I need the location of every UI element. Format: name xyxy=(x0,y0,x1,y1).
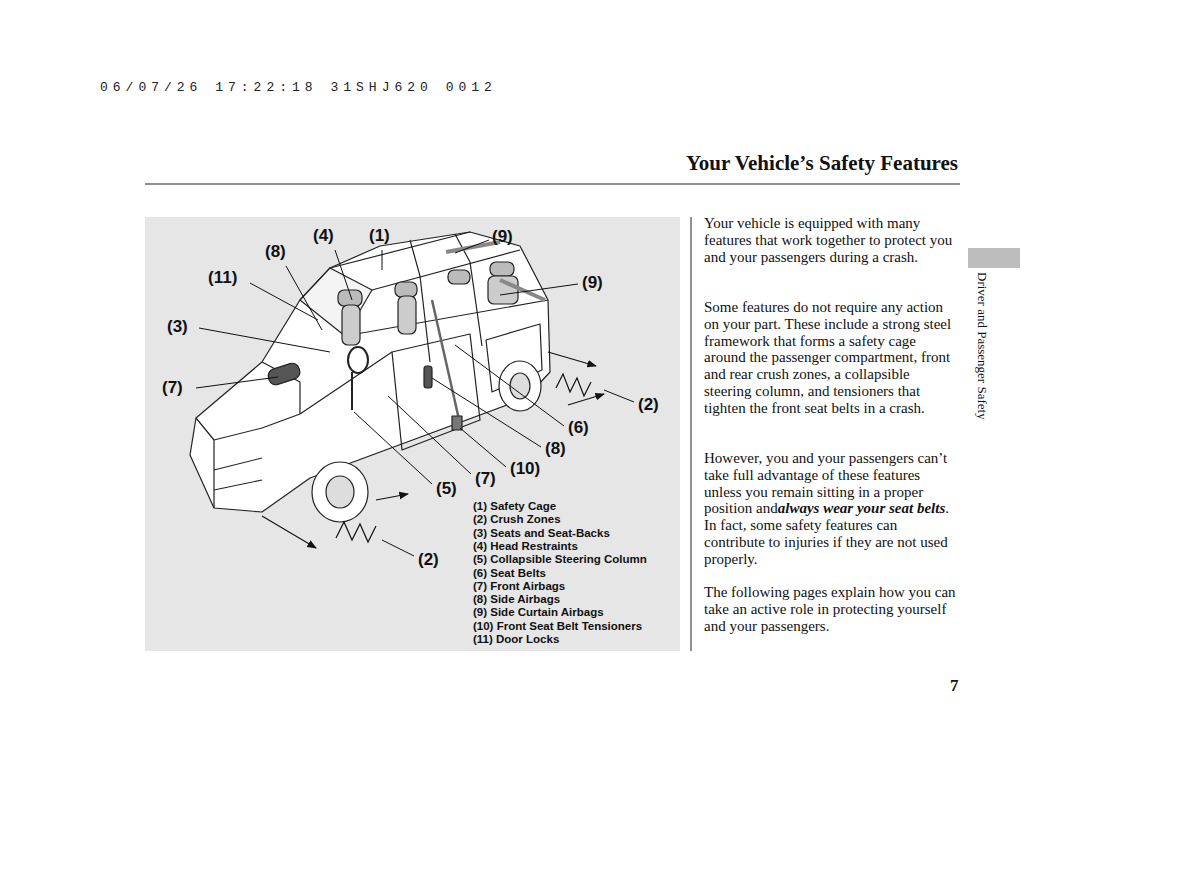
legend-entry: (11) Door Locks xyxy=(473,633,559,646)
callout-number: (9) xyxy=(492,227,513,247)
body-paragraph: Your vehicle is equipped with many featu… xyxy=(704,215,960,265)
body-text: Some features do not require any action … xyxy=(704,299,951,416)
crush-zone-marks xyxy=(262,352,604,548)
legend-entry: (9) Side Curtain Airbags xyxy=(473,606,604,619)
callout-number: (2) xyxy=(418,550,439,570)
title-rule xyxy=(145,184,960,185)
leader-lines xyxy=(196,240,634,556)
legend-entry: (6) Seat Belts xyxy=(473,567,546,580)
callout-number: (8) xyxy=(265,242,286,262)
callout-number: (3) xyxy=(167,317,188,337)
callout-number: (10) xyxy=(510,459,540,479)
callout-number: (8) xyxy=(545,439,566,459)
body-paragraph: Some features do not require any action … xyxy=(704,299,960,417)
legend-entry: (8) Side Airbags xyxy=(473,593,560,606)
section-tab-label: Driver and Passenger Safety xyxy=(974,272,990,420)
section-tab xyxy=(968,248,1020,268)
callout-number: (4) xyxy=(313,226,334,246)
callout-number: (5) xyxy=(436,479,457,499)
page-number: 7 xyxy=(950,676,959,696)
body-text: The following pages explain how you can … xyxy=(704,584,956,634)
page-title: Your Vehicle’s Safety Features xyxy=(686,151,958,176)
legend-entry: (2) Crush Zones xyxy=(473,513,561,526)
body-text: Your vehicle is equipped with many featu… xyxy=(704,215,952,265)
legend-entry: (4) Head Restraints xyxy=(473,540,578,553)
emphasis-text: always wear your seat belts xyxy=(778,500,946,516)
minivan-drawing xyxy=(190,232,550,522)
legend-entry: (1) Safety Cage xyxy=(473,500,556,513)
column-rule xyxy=(691,217,692,651)
print-code: 06/07/26 17:22:18 31SHJ620 0012 xyxy=(100,80,497,95)
legend-entry: (7) Front Airbags xyxy=(473,580,565,593)
callout-number: (9) xyxy=(582,273,603,293)
figure-panel xyxy=(145,217,680,651)
callout-number: (2) xyxy=(638,395,659,415)
callout-number: (6) xyxy=(568,418,589,438)
callout-number: (7) xyxy=(162,378,183,398)
body-paragraph: However, you and your passengers can’t t… xyxy=(704,450,960,568)
callout-number: (1) xyxy=(369,226,390,246)
legend-entry: (10) Front Seat Belt Tensioners xyxy=(473,620,642,633)
legend-entry: (3) Seats and Seat-Backs xyxy=(473,527,610,540)
body-paragraph: The following pages explain how you can … xyxy=(704,584,960,634)
legend-entry: (5) Collapsible Steering Column xyxy=(473,553,647,566)
callout-number: (7) xyxy=(475,469,496,489)
callout-number: (11) xyxy=(208,268,237,288)
